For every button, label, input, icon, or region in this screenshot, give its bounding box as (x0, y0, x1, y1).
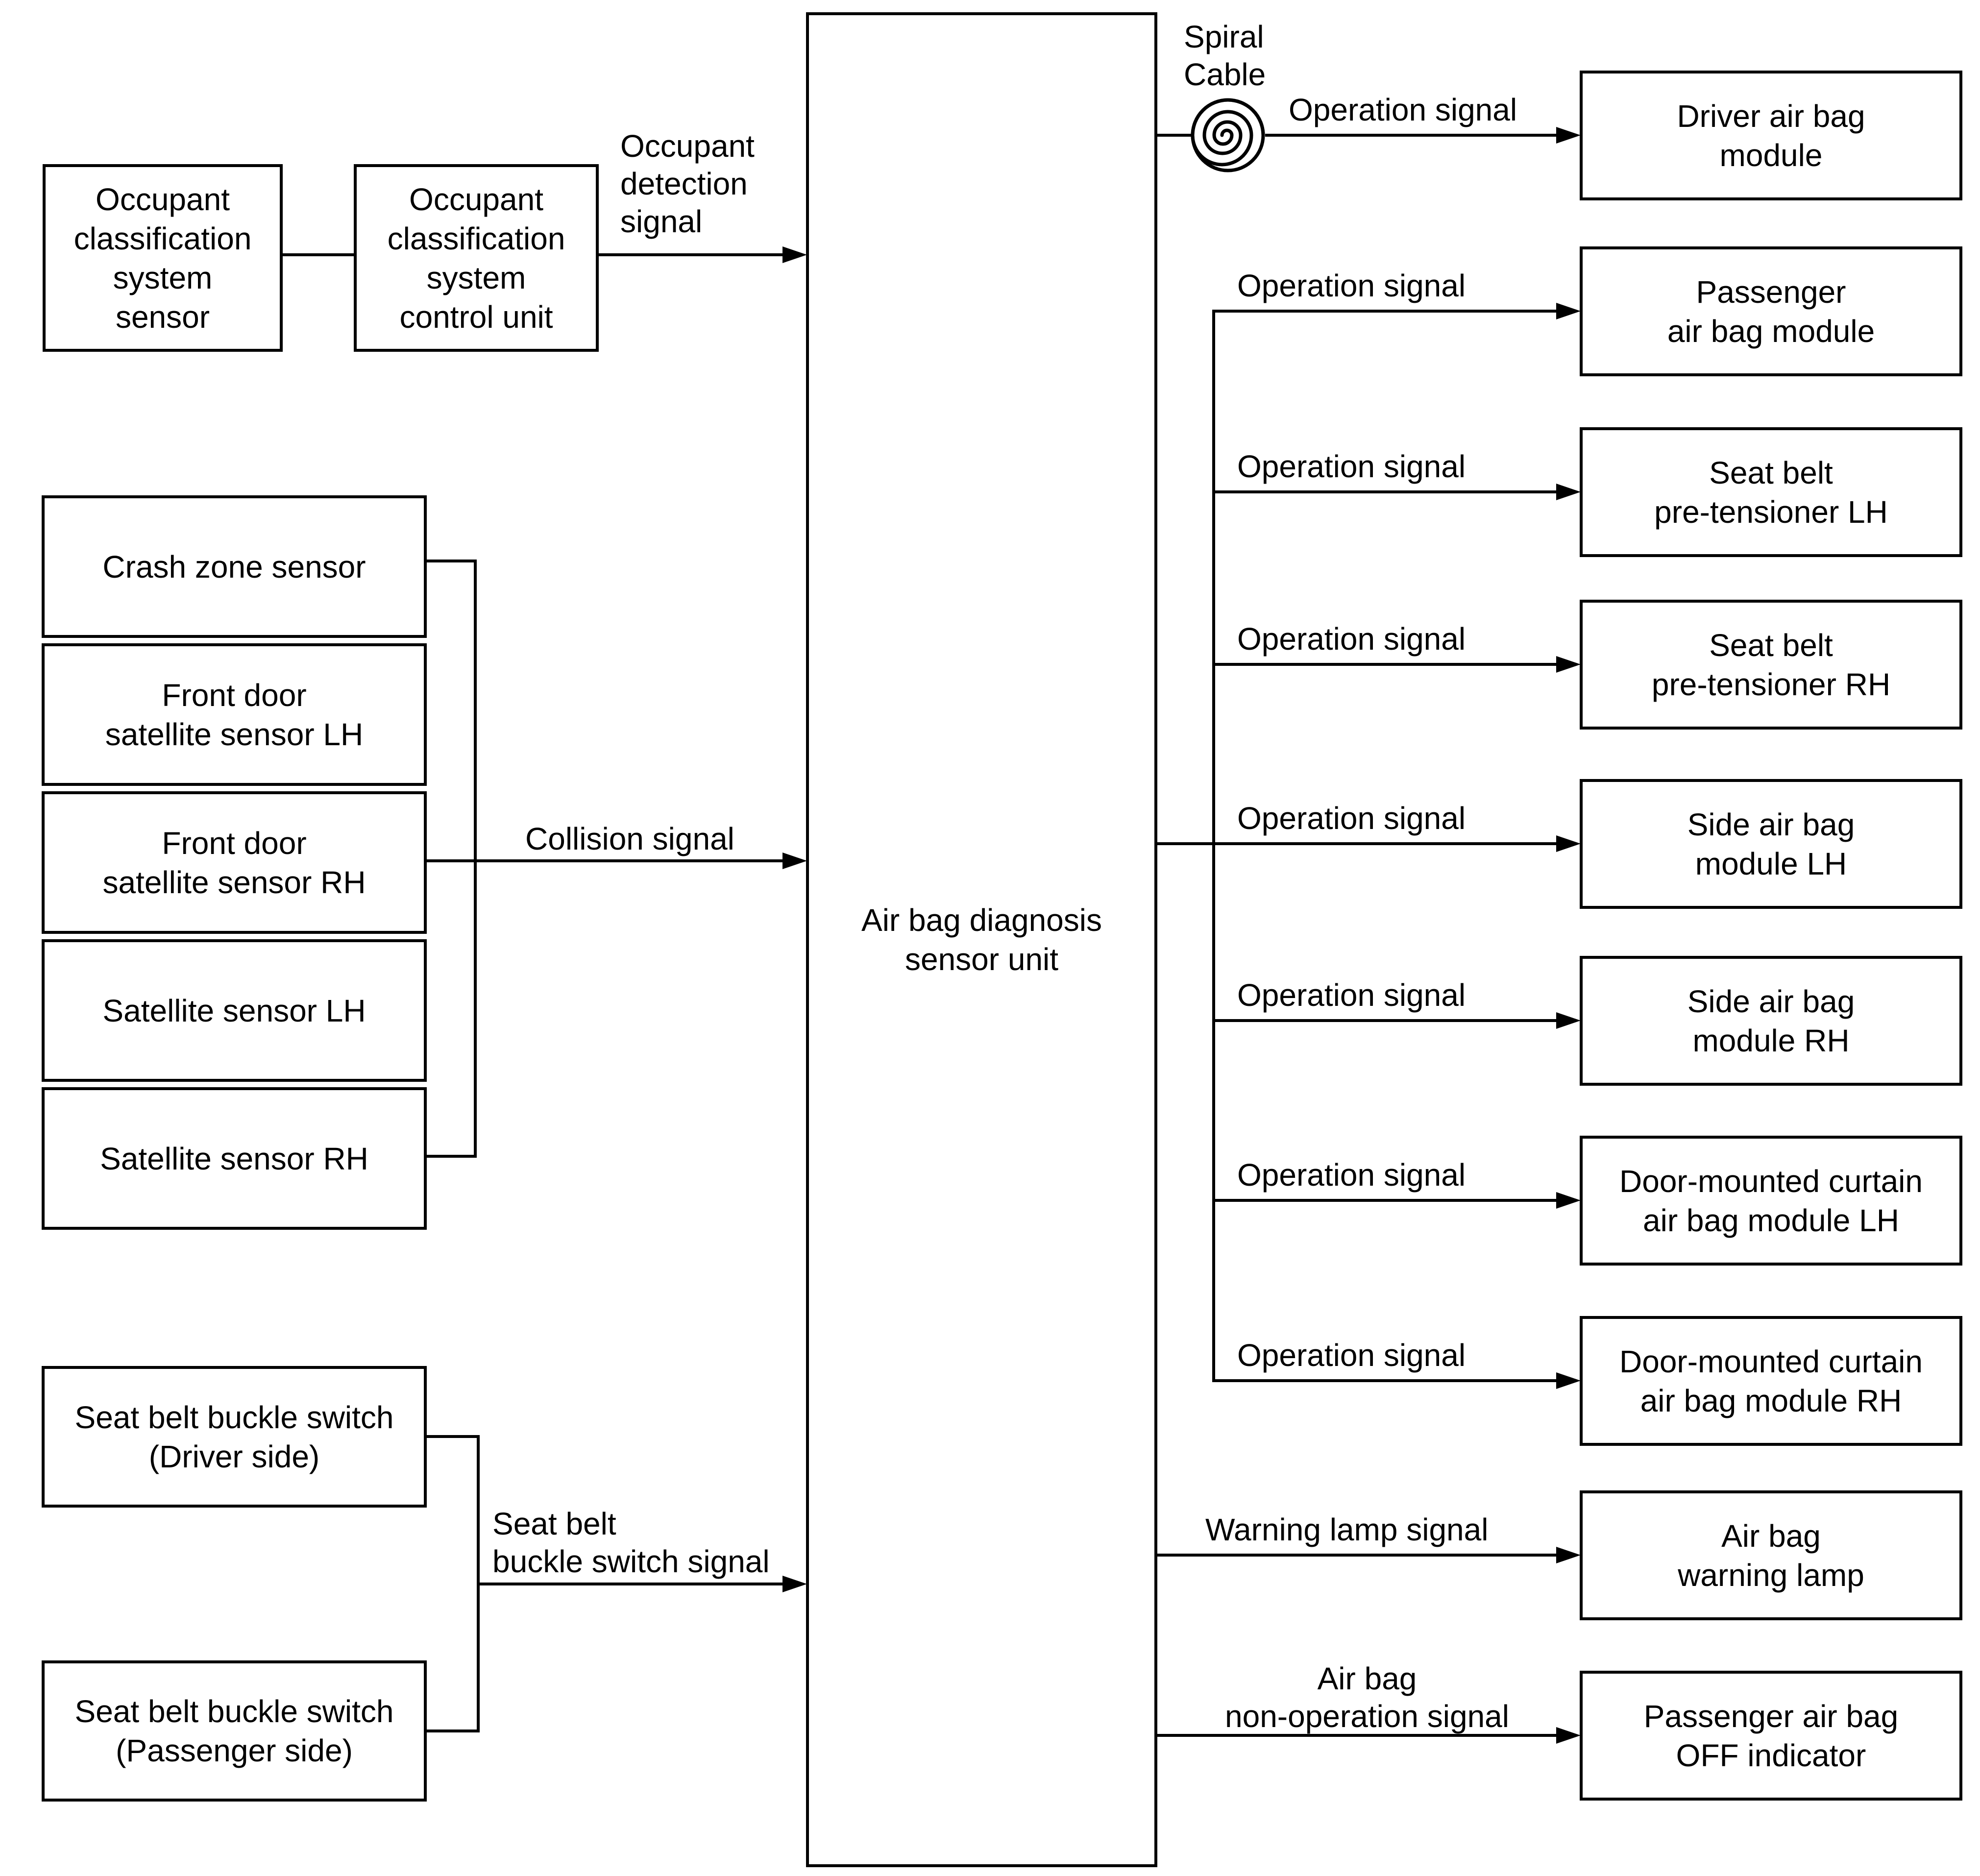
arrowhead-operation-curtain-lh (1556, 1192, 1581, 1209)
line-operation-passenger (1212, 310, 1558, 313)
box-door-mounted-curtain-air-bag-module-rh: Door-mounted curtain air bag module RH (1580, 1316, 1962, 1446)
label-operation-signal-pre-tensioner-lh: Operation signal (1237, 449, 1466, 484)
box-front-door-satellite-sensor-lh: Front door satellite sensor LH (42, 643, 427, 786)
label-operation-signal-driver: Operation signal (1289, 92, 1517, 127)
label-occupant-detection-signal: Occupant detection signal (620, 128, 755, 239)
line-buckle-driver-stub (426, 1435, 480, 1438)
line-crash-zone-stub (426, 560, 477, 562)
box-air-bag-diagnosis-sensor-unit: Air bag diagnosis sensor unit (806, 12, 1157, 1867)
line-occupant-sensor-to-control (282, 253, 354, 256)
box-occupant-classification-sensor: Occupant classification system sensor (43, 164, 283, 352)
arrowhead-operation-pre-tensioner-rh (1556, 656, 1581, 673)
arrowhead-buckle-switch-signal (782, 1576, 807, 1592)
box-air-bag-warning-lamp: Air bag warning lamp (1580, 1490, 1962, 1620)
box-side-air-bag-module-lh: Side air bag module LH (1580, 779, 1962, 909)
label-spiral-cable: Spiral Cable (1184, 19, 1266, 92)
line-operation-side-rh (1212, 1019, 1558, 1022)
label-warning-lamp-signal: Warning lamp signal (1205, 1512, 1489, 1547)
arrowhead-operation-pre-tensioner-lh (1556, 484, 1581, 500)
line-operation-curtain-rh (1212, 1379, 1558, 1382)
line-buckle-switch-signal (477, 1583, 785, 1585)
box-side-air-bag-module-rh: Side air bag module RH (1580, 956, 1962, 1086)
arrowhead-warning-lamp-signal (1556, 1547, 1581, 1563)
line-operation-pre-tensioner-lh (1212, 490, 1558, 493)
box-occupant-classification-control-unit: Occupant classification system control u… (354, 164, 599, 352)
box-satellite-sensor-rh: Satellite sensor RH (42, 1087, 427, 1230)
line-operation-pre-tensioner-rh (1212, 663, 1558, 666)
label-operation-signal-side-lh: Operation signal (1237, 801, 1466, 836)
label-collision-signal: Collision signal (525, 821, 734, 856)
box-seat-belt-pre-tensioner-lh: Seat belt pre-tensioner LH (1580, 427, 1962, 557)
line-satellite-rh-stub (426, 1155, 477, 1158)
arrowhead-operation-passenger (1556, 303, 1581, 319)
line-non-operation-signal (1157, 1734, 1558, 1737)
label-air-bag-non-operation-signal: Air bag non-operation signal (1225, 1661, 1509, 1734)
label-operation-signal-pre-tensioner-rh: Operation signal (1237, 621, 1466, 657)
label-operation-signal-curtain-rh: Operation signal (1237, 1338, 1466, 1373)
label-operation-signal-curtain-lh: Operation signal (1237, 1157, 1466, 1193)
arrowhead-operation-side-lh (1556, 835, 1581, 852)
arrowhead-occupant-detection (782, 246, 807, 263)
box-satellite-sensor-lh: Satellite sensor LH (42, 939, 427, 1082)
box-door-mounted-curtain-air-bag-module-lh: Door-mounted curtain air bag module LH (1580, 1136, 1962, 1266)
label-seat-belt-buckle-switch-signal: Seat belt buckle switch signal (492, 1506, 770, 1579)
arrowhead-non-operation-signal (1556, 1727, 1581, 1744)
line-operation-side-lh (1157, 842, 1558, 845)
arrowhead-operation-curtain-rh (1556, 1372, 1581, 1389)
box-seat-belt-buckle-switch-driver: Seat belt buckle switch (Driver side) (42, 1366, 427, 1508)
line-driver-row-right (1265, 134, 1558, 137)
arrowhead-collision-signal (782, 853, 807, 869)
line-occupant-detection-signal (598, 253, 785, 256)
box-crash-zone-sensor: Crash zone sensor (42, 495, 427, 638)
line-operation-curtain-lh (1212, 1199, 1558, 1202)
arrowhead-operation-side-rh (1556, 1012, 1581, 1029)
box-passenger-air-bag-off-indicator: Passenger air bag OFF indicator (1580, 1671, 1962, 1801)
line-collision-signal (426, 859, 785, 862)
label-operation-signal-side-rh: Operation signal (1237, 977, 1466, 1013)
line-warning-lamp-signal (1157, 1554, 1558, 1557)
box-seat-belt-pre-tensioner-rh: Seat belt pre-tensioner RH (1580, 600, 1962, 730)
arrowhead-operation-driver (1556, 127, 1581, 144)
line-operation-bus (1212, 310, 1215, 1382)
box-driver-air-bag-module: Driver air bag module (1580, 71, 1962, 200)
box-front-door-satellite-sensor-rh: Front door satellite sensor RH (42, 791, 427, 934)
label-operation-signal-passenger: Operation signal (1237, 268, 1466, 303)
spiral-cable-icon (1191, 98, 1265, 172)
box-passenger-air-bag-module: Passenger air bag module (1580, 246, 1962, 376)
box-seat-belt-buckle-switch-passenger: Seat belt buckle switch (Passenger side) (42, 1660, 427, 1802)
line-buckle-passenger-stub (426, 1730, 480, 1732)
line-driver-row-left (1157, 134, 1194, 137)
line-collision-bus (474, 560, 477, 1158)
